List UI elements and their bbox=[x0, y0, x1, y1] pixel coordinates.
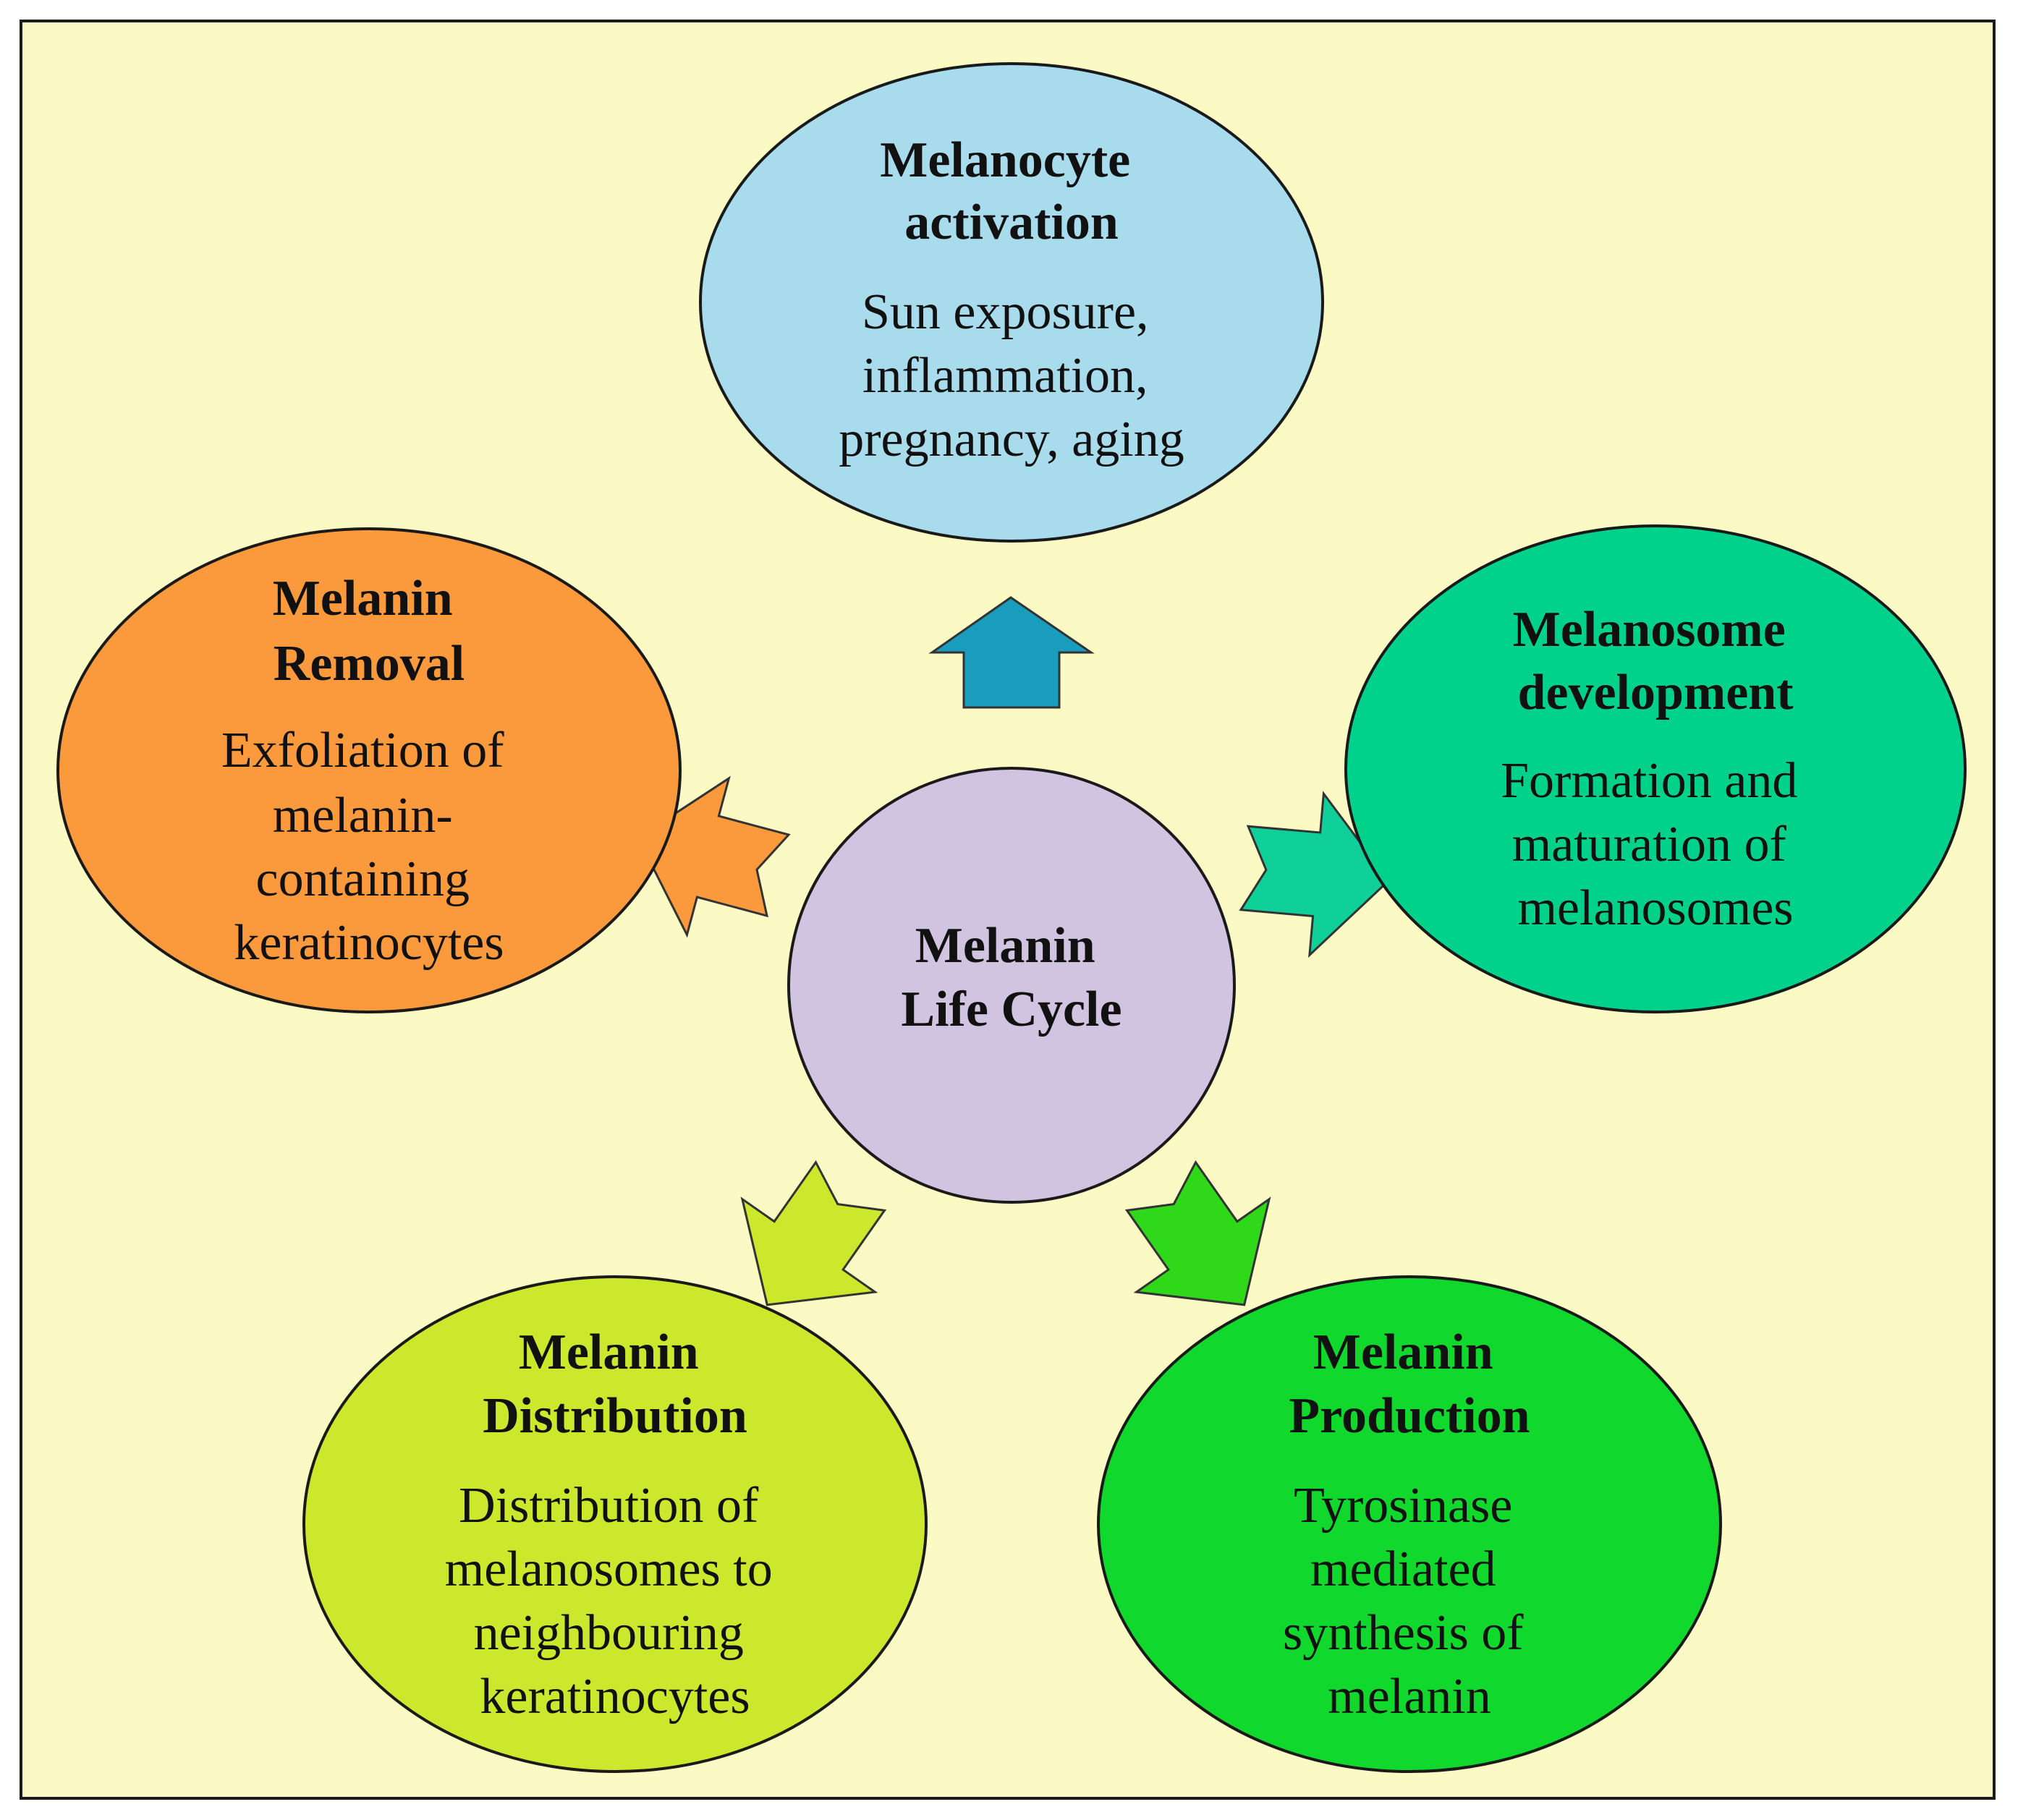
svg-text:Melanin Distribution: Melanin Distribution bbox=[483, 1324, 747, 1444]
distribution-desc-line1: Distribution of bbox=[459, 1478, 759, 1534]
arrow-to-production bbox=[1124, 1160, 1271, 1306]
removal-desc-line1: Exfoliation of bbox=[221, 723, 504, 778]
development-title-line2: development bbox=[1517, 665, 1793, 720]
node-distribution-shape bbox=[302, 1275, 928, 1773]
svg-text:Melanin Removal: Melanin Removal bbox=[273, 571, 465, 692]
node-production-shape bbox=[1097, 1275, 1722, 1773]
activation-title-line2: activation bbox=[904, 195, 1119, 250]
svg-text:Exfoliation of melanin-: Exfoliation of melanin- containing kerat… bbox=[221, 723, 517, 971]
svg-text:Melanocyte activation: Melanocyte activation bbox=[880, 132, 1142, 250]
activation-title-line1: Melanocyte bbox=[880, 132, 1130, 188]
removal-desc-line4: keratinocytes bbox=[234, 915, 504, 971]
removal-desc-line2: melanin- bbox=[273, 788, 453, 843]
center-circle bbox=[787, 767, 1236, 1204]
node-melanocyte-activation: Melanocyte activation Sun exposure, infl… bbox=[699, 62, 1324, 543]
removal-title-line1: Melanin bbox=[273, 571, 453, 626]
production-title-line1: Melanin bbox=[1313, 1324, 1493, 1380]
distribution-title-line2: Distribution bbox=[483, 1388, 747, 1444]
node-activation-shape bbox=[699, 62, 1324, 543]
svg-text:Melanin Life Cycle: Melanin Life Cycle bbox=[901, 918, 1121, 1037]
node-melanin-distribution: Melanin Distribution Distribution of mel… bbox=[302, 1275, 928, 1773]
node-melanin-removal: Melanin Removal Exfoliation of melanin- … bbox=[56, 527, 682, 1013]
distribution-desc-line2: melanosomes to bbox=[445, 1542, 773, 1597]
distribution-desc-line3: neighbouring bbox=[474, 1605, 744, 1661]
arrow-to-activation bbox=[928, 596, 1095, 709]
production-desc-line4: melanin bbox=[1328, 1669, 1491, 1725]
node-development-shape bbox=[1344, 524, 1967, 1013]
svg-text:Tyrosinase mediated: Tyrosinase mediated synthesis of melanin bbox=[1283, 1478, 1536, 1725]
development-desc-line1: Formation and bbox=[1501, 753, 1797, 809]
node-melanosome-development: Melanosome development Formation and mat… bbox=[1344, 524, 1967, 1013]
production-desc-line3: synthesis of bbox=[1283, 1605, 1524, 1661]
removal-title-line2: Removal bbox=[274, 636, 465, 692]
svg-text:Formation and maturation: Formation and maturation of melanosomes bbox=[1501, 753, 1810, 936]
development-desc-line3: melanosomes bbox=[1517, 880, 1793, 936]
node-melanin-life-cycle: Melanin Life Cycle bbox=[787, 767, 1236, 1204]
center-title-line1: Melanin bbox=[915, 918, 1095, 974]
development-desc-line2: maturation of bbox=[1512, 817, 1787, 872]
svg-text:Melanin Production: Melanin Production bbox=[1289, 1324, 1530, 1444]
production-title-line2: Production bbox=[1289, 1388, 1530, 1444]
center-title-line2: Life Cycle bbox=[901, 982, 1121, 1037]
production-desc-line2: mediated bbox=[1310, 1542, 1496, 1597]
distribution-desc-line4: keratinocytes bbox=[480, 1669, 750, 1725]
arrow-to-development bbox=[1239, 791, 1391, 958]
svg-text:Melanosome development: Melanosome development bbox=[1513, 602, 1799, 720]
node-melanin-production: Melanin Production Tyrosinase mediated s… bbox=[1097, 1275, 1722, 1773]
activation-desc-line3: pregnancy, aging bbox=[839, 412, 1184, 467]
activation-desc-line2: inflammation, bbox=[862, 348, 1148, 404]
activation-desc-line1: Sun exposure, bbox=[862, 284, 1149, 340]
arrow-to-distribution bbox=[740, 1160, 887, 1306]
svg-text:Distribution of melanoso: Distribution of melanosomes to neighbour… bbox=[445, 1478, 785, 1725]
distribution-title-line1: Melanin bbox=[519, 1324, 699, 1380]
removal-desc-line3: containing bbox=[256, 851, 470, 907]
svg-text:Sun exposure, inflammati: Sun exposure, inflammation, pregnancy, a… bbox=[839, 284, 1184, 467]
development-title-line1: Melanosome bbox=[1513, 602, 1786, 658]
production-desc-line1: Tyrosinase bbox=[1294, 1478, 1512, 1534]
node-removal-shape bbox=[56, 527, 682, 1013]
